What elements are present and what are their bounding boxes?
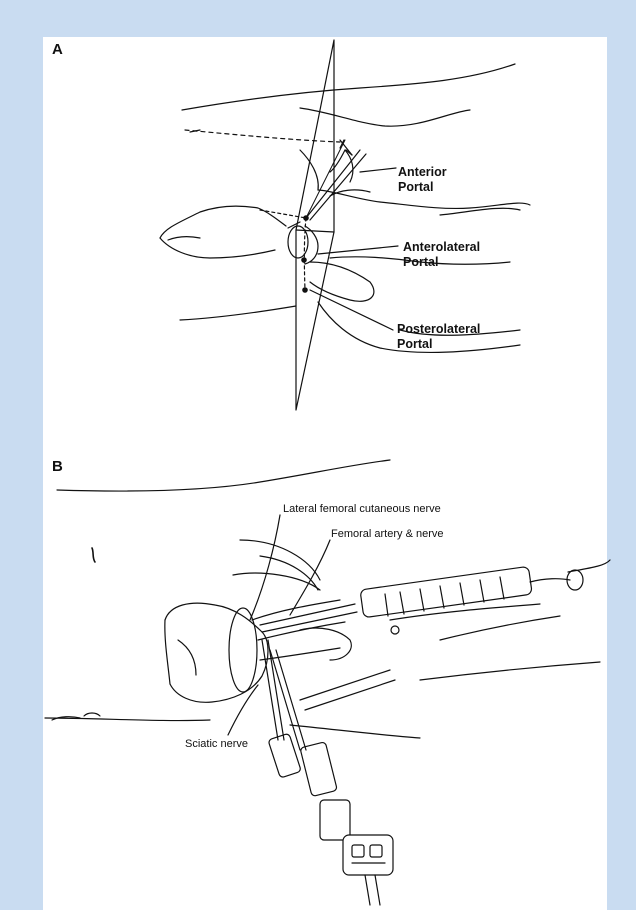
anterolateral-portal-label: Anterolateral Portal	[403, 240, 480, 270]
posterolateral-portal-label: Posterolateral Portal	[397, 322, 480, 352]
anterolateral-portal-dot	[302, 258, 306, 262]
anterior-portal-label: Anterior Portal	[398, 165, 447, 195]
lateral-femoral-cutaneous-nerve-label: Lateral femoral cutaneous nerve	[283, 503, 441, 516]
femoral-artery-nerve-label: Femoral artery & nerve	[331, 528, 443, 541]
posterolateral-portal-label-line2: Portal	[397, 337, 480, 352]
anterolateral-portal-label-line1: Anterolateral	[403, 240, 480, 255]
anterolateral-portal-label-line2: Portal	[403, 255, 480, 270]
posterolateral-portal-dot	[303, 288, 307, 292]
panel-b-body-outline	[57, 460, 390, 491]
sciatic-nerve-label: Sciatic nerve	[185, 738, 248, 751]
arthroscope-body	[360, 566, 532, 617]
sagittal-plane	[296, 40, 334, 410]
panel-a-body-outline	[182, 64, 515, 110]
panel-a-drawing	[160, 40, 530, 410]
panel-a-letter: A	[52, 41, 63, 58]
joint-capsule	[229, 608, 257, 692]
panel-b-drawing	[45, 460, 610, 905]
camera-head	[343, 835, 393, 875]
anterior-portal-label-line2: Portal	[398, 180, 447, 195]
panel-b-letter: B	[52, 458, 63, 475]
anterior-needle	[306, 150, 360, 218]
anterior-portal-label-line1: Anterior	[398, 165, 447, 180]
posterolateral-portal-label-line1: Posterolateral	[397, 322, 480, 337]
